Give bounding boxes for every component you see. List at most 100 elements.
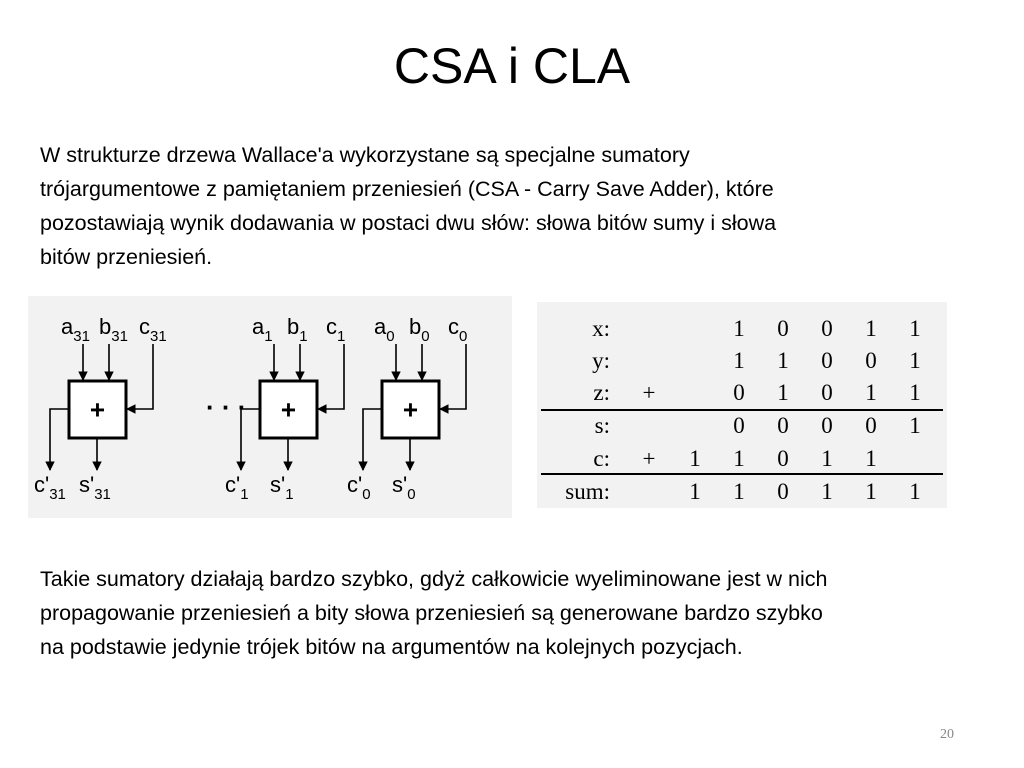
bit-cell: 0 bbox=[821, 316, 833, 341]
input-label-base: a bbox=[252, 314, 265, 339]
bit-cell: 1 bbox=[909, 316, 921, 341]
input-label: a31 bbox=[61, 314, 90, 345]
bit-cell: 0 bbox=[777, 479, 789, 504]
row-label: y: bbox=[592, 348, 610, 373]
bit-cell: 1 bbox=[821, 479, 833, 504]
slide-number: 20 bbox=[940, 727, 954, 742]
output-label: s'31 bbox=[79, 472, 111, 503]
bit-cell: 0 bbox=[865, 413, 877, 438]
input-label: a0 bbox=[374, 314, 395, 345]
adder-box bbox=[67, 379, 128, 440]
paragraph-line: W strukturze drzewa Wallace'a wykorzysta… bbox=[40, 143, 690, 167]
output-label: s'0 bbox=[392, 472, 416, 503]
output-label-subscript: 1 bbox=[240, 486, 248, 503]
output-label: c'1 bbox=[225, 472, 249, 503]
input-label-subscript: 1 bbox=[337, 328, 345, 345]
bit-cell: 1 bbox=[865, 316, 877, 341]
row-label: x: bbox=[592, 316, 610, 341]
output-label-subscript: 1 bbox=[285, 486, 293, 503]
row-label: sum: bbox=[565, 479, 610, 504]
output-label-subscript: 0 bbox=[362, 486, 370, 503]
input-label-subscript: 0 bbox=[459, 328, 467, 345]
bit-cell: 1 bbox=[821, 446, 833, 471]
paragraph-line: Takie sumatory działają bardzo szybko, g… bbox=[40, 567, 828, 591]
row-label: s: bbox=[595, 413, 610, 438]
output-label-base: c' bbox=[225, 472, 240, 497]
input-label-subscript: 0 bbox=[421, 328, 429, 345]
input-label: c0 bbox=[448, 314, 467, 345]
input-label-base: c bbox=[326, 314, 337, 339]
carry-input-arrow bbox=[126, 344, 154, 414]
input-label-base: b bbox=[287, 314, 299, 339]
input-label: a1 bbox=[252, 314, 273, 345]
bit-cell: 1 bbox=[909, 348, 921, 373]
bit-cell: 1 bbox=[777, 348, 789, 373]
input-label: c31 bbox=[139, 314, 167, 345]
paragraph-line: pozostawiają wynik dodawania w postaci d… bbox=[40, 211, 777, 235]
input-label-base: a bbox=[61, 314, 74, 339]
input-label-subscript: 1 bbox=[299, 328, 307, 345]
input-label: b1 bbox=[287, 314, 308, 345]
paragraph-line: na podstawie jedynie trójek bitów na arg… bbox=[40, 635, 743, 659]
carry-output-arrow bbox=[45, 408, 69, 471]
output-label-base: s' bbox=[270, 472, 285, 497]
input-label-base: c bbox=[139, 314, 150, 339]
row-operator: + bbox=[643, 446, 656, 471]
input-label-subscript: 31 bbox=[73, 328, 90, 345]
bit-cell: 0 bbox=[733, 380, 745, 405]
adder-plus-sign: + bbox=[403, 395, 418, 425]
bit-cell: 0 bbox=[777, 316, 789, 341]
adder-plus-sign: + bbox=[90, 395, 105, 425]
bit-cell: 1 bbox=[689, 479, 701, 504]
output-label: s'1 bbox=[270, 472, 294, 503]
row-operator: + bbox=[643, 380, 656, 405]
bit-cell: 0 bbox=[777, 446, 789, 471]
bit-cell: 1 bbox=[865, 380, 877, 405]
bit-cell: 1 bbox=[733, 348, 745, 373]
csa-sum-table: x: 1 0 0 1 1 y: 1 1 0 0 1 z: +0 1 0 1 1 s: 0 0 0 0 1 c: +1 1 0 1 1 sum… bbox=[537, 302, 947, 508]
row-label: z: bbox=[593, 380, 610, 405]
paragraph-line: bitów przeniesień. bbox=[40, 245, 213, 269]
input-label: b31 bbox=[99, 314, 128, 345]
bit-cell: 1 bbox=[865, 446, 877, 471]
slide-title: CSA i CLA bbox=[393, 38, 631, 94]
paragraph-line: propagowanie przeniesień a bity słowa pr… bbox=[40, 601, 823, 625]
output-label-subscript: 31 bbox=[94, 486, 111, 503]
bit-cell: 0 bbox=[821, 413, 833, 438]
bit-cell: 1 bbox=[865, 479, 877, 504]
input-label-base: b bbox=[99, 314, 111, 339]
input-label-base: a bbox=[374, 314, 387, 339]
output-label-subscript: 0 bbox=[407, 486, 415, 503]
output-label: c'0 bbox=[347, 472, 371, 503]
input-label-subscript: 31 bbox=[150, 328, 167, 345]
row-label: c: bbox=[593, 446, 610, 471]
paragraph-intro: W strukturze drzewa Wallace'a wykorzysta… bbox=[40, 138, 990, 274]
output-label-subscript: 31 bbox=[49, 486, 66, 503]
bit-cell: 1 bbox=[733, 316, 745, 341]
input-label: b0 bbox=[409, 314, 430, 345]
output-label-base: c' bbox=[347, 472, 362, 497]
input-label-base: c bbox=[448, 314, 459, 339]
ellipsis: · · · bbox=[206, 392, 246, 422]
bit-cell: 1 bbox=[909, 479, 921, 504]
input-label-base: b bbox=[409, 314, 421, 339]
output-label-base: s' bbox=[79, 472, 94, 497]
table-row: x: 1 0 0 1 1 bbox=[592, 316, 921, 341]
input-label: c1 bbox=[326, 314, 345, 345]
bit-cell: 0 bbox=[733, 413, 745, 438]
carry-input-arrow bbox=[317, 344, 345, 414]
input-label-subscript: 0 bbox=[386, 328, 394, 345]
bit-cell: 1 bbox=[909, 413, 921, 438]
output-label-base: s' bbox=[392, 472, 407, 497]
bit-cell: 0 bbox=[821, 380, 833, 405]
bit-cell: 1 bbox=[777, 380, 789, 405]
output-label-base: c' bbox=[34, 472, 49, 497]
bit-cell: 0 bbox=[865, 348, 877, 373]
